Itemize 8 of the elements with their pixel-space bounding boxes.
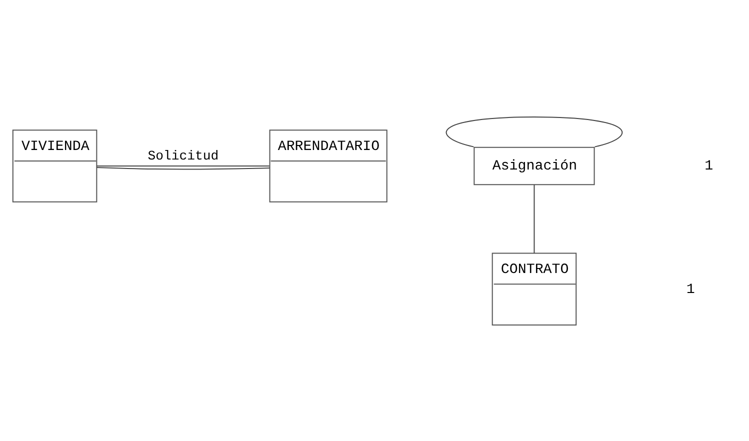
connector [96, 166, 270, 170]
node-box: Asignación [474, 146, 595, 185]
label: 1 [704, 158, 714, 174]
label: 1 [686, 281, 695, 298]
edge-label: Solicitud [148, 148, 219, 163]
connector [96, 164, 270, 166]
connector [534, 184, 535, 253]
connector [446, 116, 622, 147]
